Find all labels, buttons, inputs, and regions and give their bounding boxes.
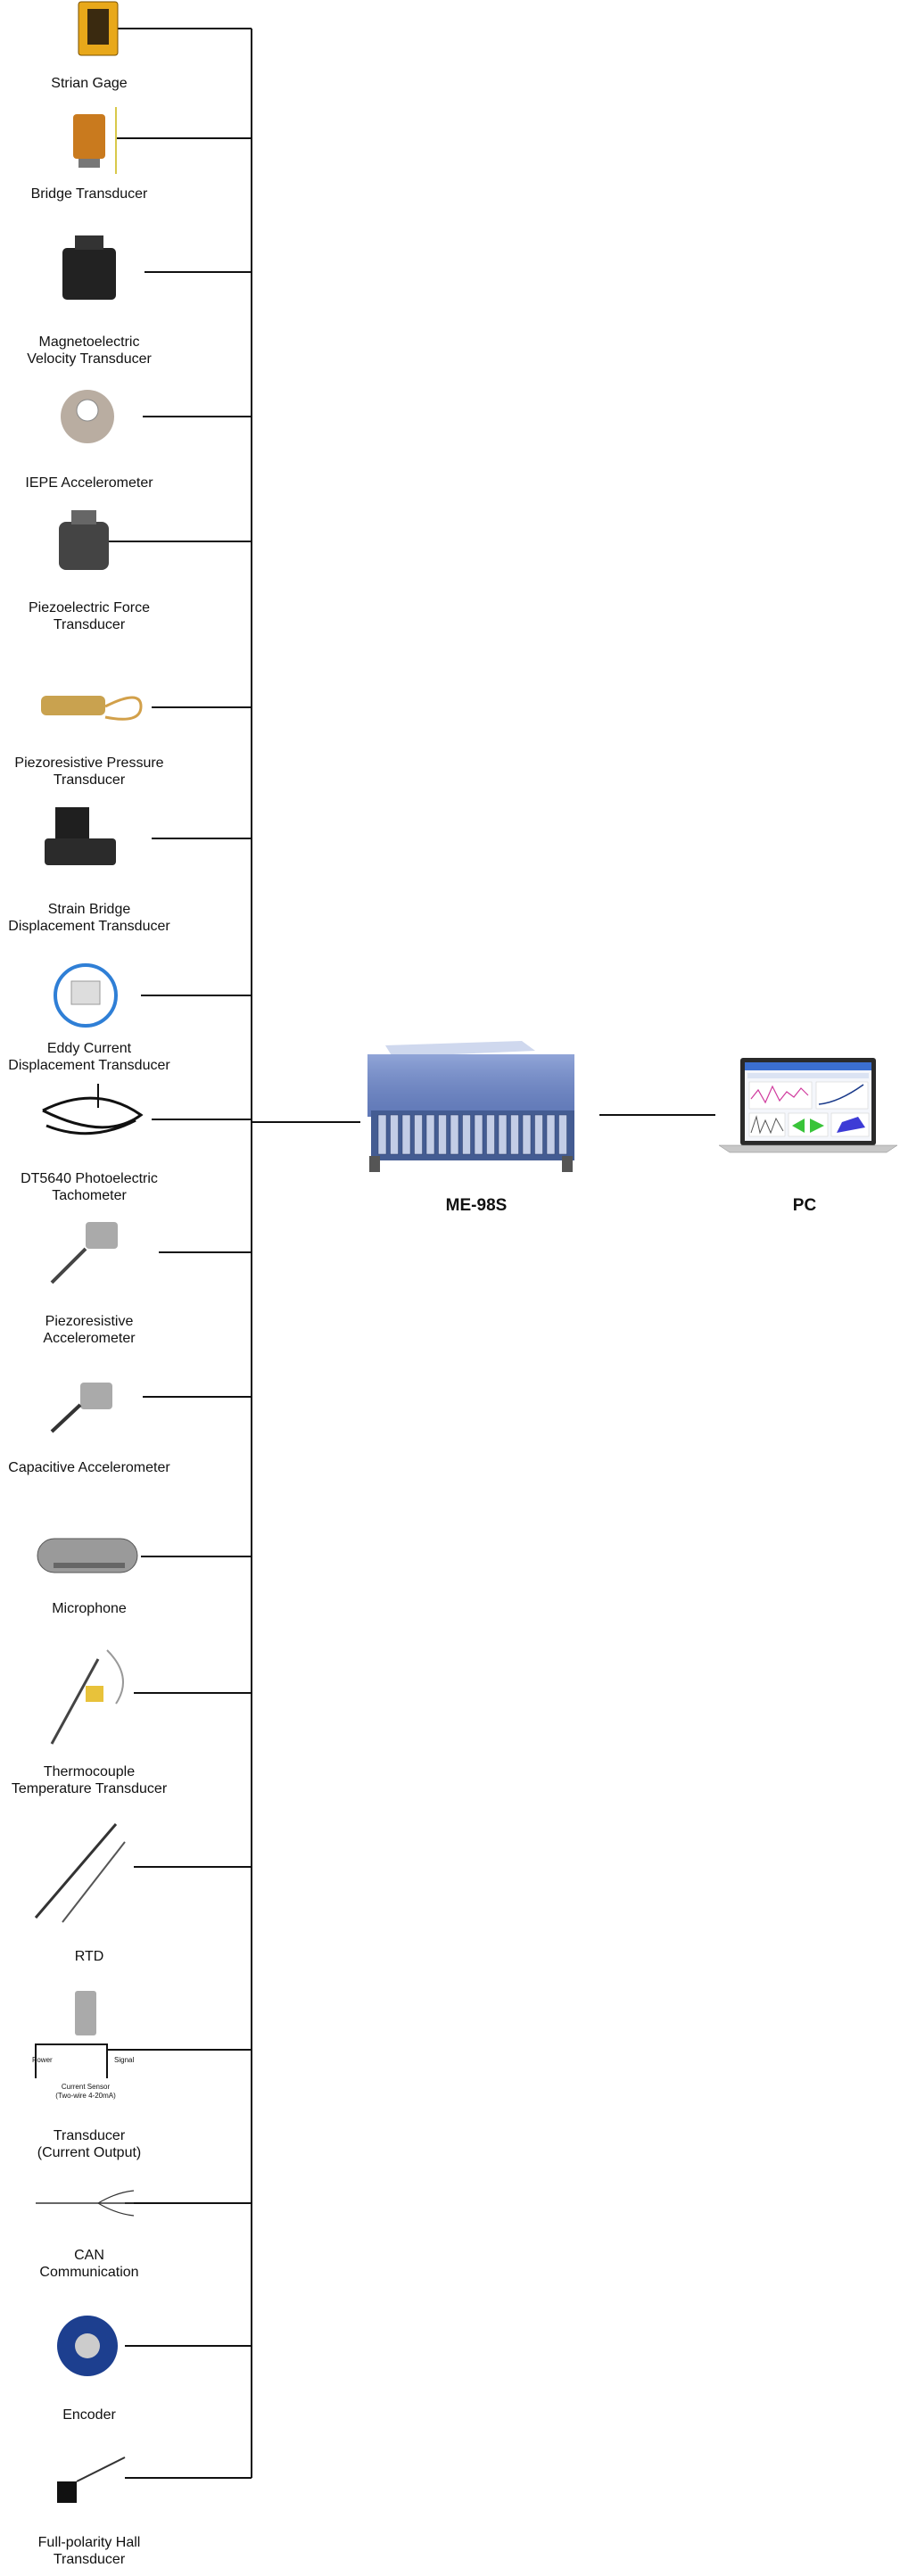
piezoelectric-force-transducer-icon [59,510,109,570]
wires [98,28,715,2479]
microphone-icon [37,1538,138,1573]
device-label: ME-98S [446,1196,508,1215]
sensor-label-eddy-current-displacement-transducer: Eddy Current [47,1041,132,1056]
sensor-label-piezoresistive-pressure-transducer: Transducer [54,772,126,788]
sensor-label-eddy-current-displacement-transducer: Displacement Transducer [8,1058,170,1073]
sensor-label-microphone: Microphone [52,1601,127,1616]
piezoresistive-pressure-transducer-icon [41,696,143,721]
me-98s-device [367,1041,574,1172]
sensor-label-thermocouple-temperature-transducer: Thermocouple [44,1764,135,1779]
sensor-label-transducer-current-output: (Current Output) [37,2145,141,2160]
sensor-label-rtd: RTD [75,1949,104,1964]
sensor-label-piezoresistive-pressure-transducer: Piezoresistive Pressure [14,755,163,771]
sensor-label-iepe-accelerometer: IEPE Accelerometer [25,475,153,491]
sensor-capacitive-accelerometer: Capacitive Accelerometer [8,1383,170,1475]
sensor-label-dt5640-photoelectric-tachometer: DT5640 Photoelectric [21,1171,158,1186]
power-label: Power [32,2056,53,2064]
sensor-label-piezoelectric-force-transducer: Transducer [54,617,126,632]
sensor-label-full-polarity-hall-transducer: Transducer [54,2552,126,2567]
sensor-label-piezoresistive-accelerometer: Piezoresistive [45,1314,134,1329]
sensor-transducer-current-output: Transducer (Current Output) [35,1991,141,2160]
sensor-label-dt5640-photoelectric-tachometer: Tachometer [52,1188,127,1203]
current-sensor-caption-sub: (Two-wire 4-20mA) [55,2092,116,2100]
full-polarity-hall-transducer-icon [57,2456,126,2503]
sensor-iepe-accelerometer: IEPE Accelerometer [25,390,153,491]
signal-label: Signal [114,2056,134,2064]
magnetoelectric-velocity-transducer-icon [62,235,116,300]
sensor-rtd: RTD [34,1823,126,1964]
pc-laptop [718,1058,898,1153]
current-sensor-inset: Power Signal Current Sensor (Two-wire 4-… [32,2056,134,2100]
sensor-label-strain-gage: Strian Gage [51,76,127,91]
strain-gage-icon [78,1,119,56]
sensor-label-can-communication: Communication [39,2265,138,2280]
strain-bridge-displacement-transducer-icon [45,807,116,865]
sensor-label-can-communication: CAN [74,2248,104,2263]
device-slots [377,1114,567,1155]
capacitive-accelerometer-icon [50,1383,112,1433]
transducer-current-output-icon [35,1991,108,2078]
sensor-label-strain-bridge-displacement-transducer: Displacement Transducer [8,919,170,934]
rtd-icon [34,1823,126,1923]
sensor-label-magnetoelectric-velocity-transducer: Velocity Transducer [27,351,152,367]
sensor-strain-gage: Strian Gage [51,1,128,91]
sensor-label-full-polarity-hall-transducer: Full-polarity Hall [38,2535,141,2550]
eddy-current-displacement-transducer-icon [54,963,118,1028]
sensor-label-piezoresistive-accelerometer: Accelerometer [43,1331,136,1346]
current-sensor-caption: Current Sensor [62,2083,111,2091]
sensor-encoder: Encoder [57,2316,118,2423]
thermocouple-temperature-transducer-icon [50,1649,124,1745]
can-communication-icon [36,2190,135,2217]
encoder-icon [57,2316,118,2376]
sensor-label-bridge-transducer: Bridge Transducer [31,186,148,202]
sensor-label-piezoelectric-force-transducer: Piezoelectric Force [29,600,150,615]
iepe-accelerometer-icon [61,390,114,443]
dt5640-photoelectric-tachometer-icon [42,1084,144,1135]
sensor-label-strain-bridge-displacement-transducer: Strain Bridge [48,902,131,917]
bridge-transducer-icon [73,107,117,174]
sensor-microphone: Microphone [37,1538,138,1616]
sensor-bridge-transducer: Bridge Transducer [31,107,148,202]
pc-label: PC [793,1196,817,1215]
sensor-label-magnetoelectric-velocity-transducer: Magnetoelectric [39,334,140,350]
sensor-can-communication: CAN Communication [36,2190,139,2280]
piezoresistive-accelerometer-icon [50,1222,118,1284]
sensor-label-thermocouple-temperature-transducer: Temperature Transducer [12,1781,168,1796]
sensor-label-encoder: Encoder [62,2407,116,2423]
sensor-label-capacitive-accelerometer: Capacitive Accelerometer [8,1460,170,1475]
sensor-label-transducer-current-output: Transducer [54,2128,126,2143]
